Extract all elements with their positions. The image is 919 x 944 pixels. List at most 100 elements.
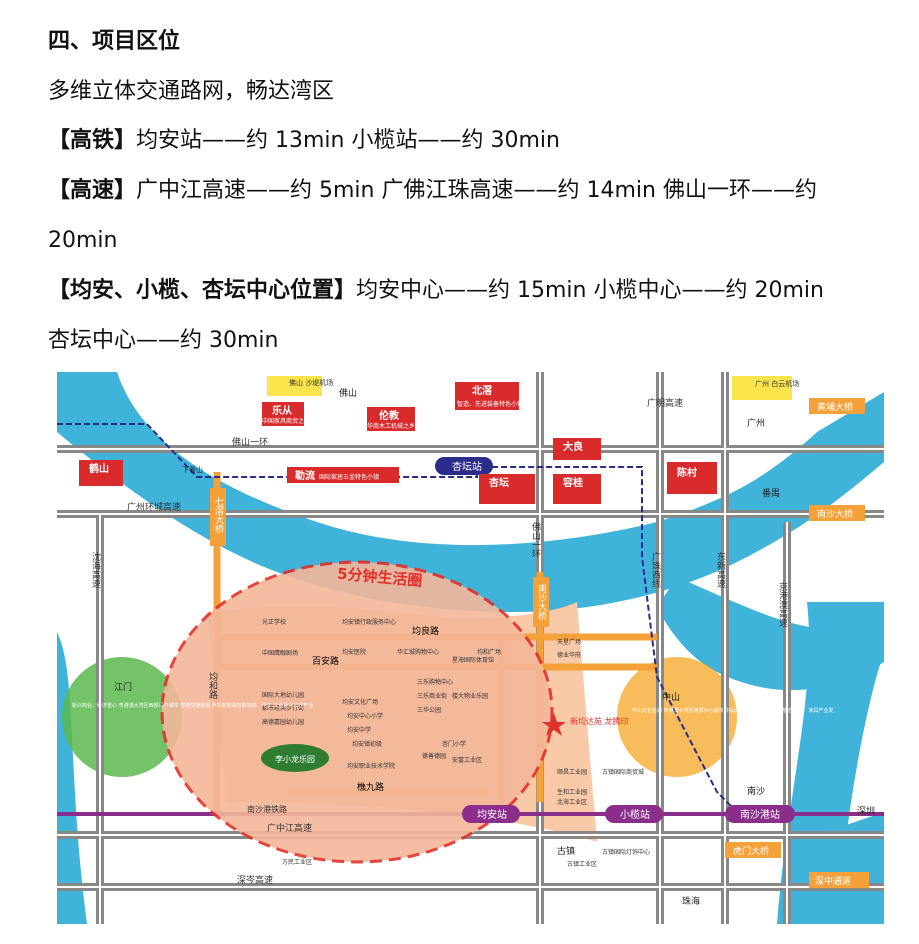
- project-star-icon: [542, 713, 566, 736]
- town-chencun: 陈村: [677, 466, 697, 479]
- city-xiashan: 下奢山: [182, 465, 203, 474]
- centers-line-cont: 杏坛中心——约 30min: [48, 328, 279, 353]
- location-map: 5分钟生活圈 李小龙乐园 新均达苑 龙腾印 佛山一环 广州环城高速 广明高速 广…: [57, 372, 884, 924]
- town-leliu-desc: 国际家居五金特色小镇: [319, 473, 379, 481]
- bridge-nansha2: 南沙大桥: [817, 508, 853, 520]
- town-heshan: 鹤山: [88, 462, 109, 475]
- town-lunjiao-desc: 华南木工机械之乡: [367, 422, 415, 430]
- rail-line: 【高铁】均安站——约 13min 小榄站——约 30min: [48, 126, 560, 156]
- bridge-qiqiao: 七滘大桥: [213, 497, 224, 534]
- bridge-humen: 虎门大桥: [733, 845, 769, 857]
- poi: 华汇城购物中心: [397, 648, 439, 656]
- poi: 安富工业区: [452, 756, 482, 764]
- poi: 天星广场: [557, 638, 581, 646]
- town-lunjiao: 伦教: [379, 409, 400, 422]
- road-guangming: 广明高速: [647, 397, 683, 409]
- road-shencen: 深岑高速: [237, 874, 273, 886]
- town-lecong: 乐从: [272, 404, 292, 417]
- station-nansha-port: 南沙港站: [740, 808, 780, 821]
- highway-tag: 【高速】: [48, 178, 137, 203]
- city-shenzhen: 深圳: [857, 806, 875, 817]
- project-label: 新均达苑 龙腾印: [570, 716, 629, 726]
- xiaolong-label: 李小龙乐园: [275, 754, 315, 764]
- city-guzhen: 古镇: [557, 845, 575, 857]
- poi: 杏门小学: [442, 740, 466, 748]
- centers-text: 均安中心——约 15min 小榄中心——约 20min: [356, 278, 824, 303]
- bridge-huangpu: 黄埔大桥: [817, 401, 853, 413]
- map-svg: 5分钟生活圈 李小龙乐园 新均达苑 龙腾印 佛山一环 广州环城高速 广明高速 广…: [57, 372, 884, 924]
- bridge-shenzhong: 深中通道: [815, 875, 851, 887]
- town-beijiao: 北滘: [472, 384, 492, 397]
- poi: 德业华府: [557, 651, 581, 659]
- poi: 都市经典步行街: [262, 704, 304, 712]
- city-jiangmen: 江门: [114, 681, 132, 693]
- poi: 均和广场: [477, 648, 501, 656]
- road-foshan-ring-v: 佛山一环: [530, 521, 541, 559]
- centers-tag: 【均安、小榄、杏坛中心位置】: [48, 278, 357, 303]
- town-xingtan: 杏坛: [488, 476, 509, 489]
- road-guangzhu-west: 广珠西线: [650, 551, 661, 588]
- poi: 国际大地幼儿园: [262, 691, 304, 699]
- road-jiujiu: 樵九路: [357, 781, 384, 793]
- bridge-nansha: 南沙大桥: [536, 583, 547, 621]
- station-junan: 均安站: [477, 808, 507, 821]
- city-guangzhou: 广州: [747, 417, 765, 429]
- road-nansha-rail: 南沙港铁路: [247, 804, 287, 814]
- section-heading: 四、项目区位: [48, 29, 181, 54]
- poi: 均安文化广场: [342, 698, 378, 706]
- highway-line-cont: 20min: [48, 228, 118, 253]
- road-junhe: 均和路: [207, 671, 218, 700]
- road-guangzhou-ring: 广州环城高速: [127, 501, 181, 513]
- road-junliang: 均良路: [412, 625, 439, 637]
- road-shahai: 沈海高速: [90, 551, 101, 589]
- town-lecong-desc: 中国家具商贸之都: [262, 417, 310, 425]
- poi: 生和工业园: [557, 788, 587, 796]
- poi: 北海工业区: [557, 798, 587, 806]
- station-xingtan: 杏坛站: [452, 460, 482, 473]
- poi: 高德嘉园幼儿园: [262, 718, 304, 726]
- town-ronggui: 容桂: [562, 476, 583, 489]
- station-xiaolan: 小榄站: [620, 808, 650, 821]
- poi: 均安镇初级: [352, 740, 382, 748]
- jiangmen-circle: [62, 657, 182, 777]
- poi: 均安职业技术学院: [347, 762, 395, 770]
- airport-guangzhou: 广州 白云机场: [755, 379, 799, 388]
- town-leliu: 勒流: [295, 469, 315, 482]
- highway-line: 【高速】广中江高速——约 5min 广佛江珠高速——约 14min 佛山一环——…: [48, 176, 817, 206]
- town-daliang: 大良: [563, 440, 583, 453]
- city-zhuhai: 珠海: [682, 895, 700, 907]
- poi: 均安中心小学: [347, 712, 383, 720]
- poi: 古镇国际灯饰中心: [602, 848, 650, 856]
- poi-fangmin: 方民工业区: [282, 858, 312, 866]
- poi: 均安医院: [342, 648, 366, 656]
- city-foshan: 佛山: [339, 387, 357, 399]
- poi: 古镇工业区: [567, 860, 597, 868]
- road-jinggangao: 京港澳高速: [777, 581, 788, 628]
- poi: 均安镇行政服务中心: [342, 618, 396, 626]
- poi: 中国鹰眼剧场: [262, 649, 298, 657]
- poi: 光正学校: [262, 618, 286, 626]
- city-nansha: 南沙: [747, 785, 765, 797]
- centers-line: 【均安、小榄、杏坛中心位置】均安中心——约 15min 小榄中心——约 20mi…: [48, 276, 824, 306]
- road-baian: 百安路: [312, 655, 339, 667]
- zhongshan-desc: 中山文化名城 粤港澳大湾区南部中心城市 中山产业金融 先进制造业基地 灯饰、家具…: [632, 707, 833, 714]
- city-zhongshan: 中山: [662, 691, 680, 703]
- subtitle: 多维立体交通路网，畅达湾区: [48, 79, 335, 104]
- jiangmen-desc: 新兴商业、经济重心 粤港澳大湾区西部门户城市 粤港交通通道 汽车新能源智能制造、…: [72, 702, 313, 709]
- poi: 三乐商业街: [417, 692, 447, 700]
- town-beijiao-desc: 智造、先进装备特色小镇: [457, 400, 523, 408]
- road-gzj: 广中江高速: [267, 822, 312, 834]
- rail-tag: 【高铁】: [48, 128, 137, 153]
- airport-foshan: 佛山 沙堤机场: [289, 378, 333, 387]
- road-dongxin: 东新高速: [715, 551, 726, 589]
- poi: 古镇国际商贸城: [602, 768, 644, 776]
- poi: 星海国际体育馆: [452, 656, 494, 664]
- poi: 德善德园: [422, 752, 446, 760]
- road-foshan-ring: 佛山一环: [232, 436, 268, 448]
- rail-text: 均安站——约 13min 小榄站——约 30min: [136, 128, 560, 153]
- poi: 顺昌工业园: [557, 768, 587, 776]
- poi: 均安中学: [347, 726, 371, 734]
- five-minute-circle: [160, 560, 554, 864]
- city-panyu: 番禺: [762, 487, 780, 499]
- poi: 三华公园: [417, 706, 441, 714]
